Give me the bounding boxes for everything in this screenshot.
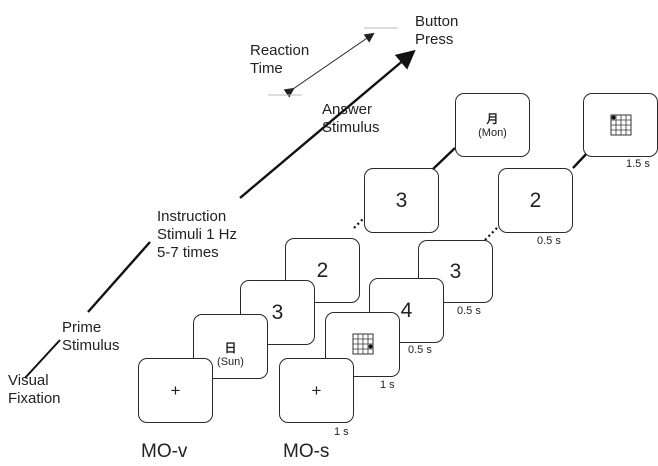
mo-s-answer-card bbox=[583, 93, 658, 157]
grid-with-dot-icon bbox=[352, 333, 374, 355]
reaction-time-label: Reaction Time bbox=[250, 42, 310, 77]
mo-s-fixation-time: 1 s bbox=[334, 426, 349, 438]
mo-v-answer-connector bbox=[431, 147, 456, 171]
mo-v-prime-sub: (Sun) bbox=[217, 356, 244, 368]
mo-v-instruction-card-1: 3 bbox=[240, 280, 315, 345]
mo-s-instruction-1-value: 4 bbox=[400, 299, 413, 322]
mo-v-instruction-card-3: 3 bbox=[364, 168, 439, 233]
timeline-axis-lower bbox=[24, 339, 61, 379]
mo-s-fixation-card: + bbox=[279, 358, 354, 423]
mo-s-fixation-cross: + bbox=[311, 381, 322, 400]
mo-v-answer-card: 月 (Mon) bbox=[455, 93, 530, 157]
mo-s-prime-time: 1 s bbox=[380, 379, 395, 391]
instruction-stimuli-label: Instruction Stimuli 1 Hz 5-7 times bbox=[157, 208, 238, 261]
mo-v-answer-char: 月 bbox=[486, 112, 499, 126]
answer-stimulus-label: Answer Stimulus bbox=[322, 101, 380, 136]
mo-v-fixation-card: + bbox=[138, 358, 213, 423]
timeline-axis-upper bbox=[239, 49, 416, 199]
mo-s-instruction-card-3: 2 bbox=[498, 168, 573, 233]
mo-s-instruction-3-time: 0.5 s bbox=[537, 235, 561, 247]
button-press-label: Button Press bbox=[415, 13, 459, 48]
mo-s-instruction-1-time: 0.5 s bbox=[408, 344, 432, 356]
mo-s-answer-time: 1.5 s bbox=[626, 158, 650, 170]
mo-v-answer-sub: (Mon) bbox=[478, 127, 507, 139]
mo-v-instruction-2-value: 2 bbox=[316, 259, 329, 282]
prime-stimulus-label: Prime Stimulus bbox=[62, 319, 120, 354]
mo-s-instruction-2-value: 3 bbox=[449, 260, 462, 283]
mo-s-instruction-3-value: 2 bbox=[529, 189, 542, 212]
mo-v-instruction-card-2: 2 bbox=[285, 238, 360, 303]
mo-v-instruction-1-value: 3 bbox=[271, 301, 284, 324]
mo-s-condition-label: MO-s bbox=[283, 441, 330, 462]
mo-v-dotted-connector bbox=[353, 211, 371, 229]
mo-v-fixation-cross: + bbox=[170, 381, 181, 400]
grid-with-dot-icon bbox=[610, 114, 632, 136]
mo-v-condition-label: MO-v bbox=[141, 441, 188, 462]
mo-s-instruction-2-time: 0.5 s bbox=[457, 305, 481, 317]
visual-fixation-label: Visual Fixation bbox=[8, 372, 61, 407]
timeline-axis-mid bbox=[87, 241, 151, 313]
mo-v-prime-char: 日 bbox=[224, 341, 237, 355]
reaction-time-arrow bbox=[283, 32, 375, 98]
mo-s-instruction-card-1: 4 bbox=[369, 278, 444, 343]
mo-v-instruction-3-value: 3 bbox=[395, 189, 408, 212]
